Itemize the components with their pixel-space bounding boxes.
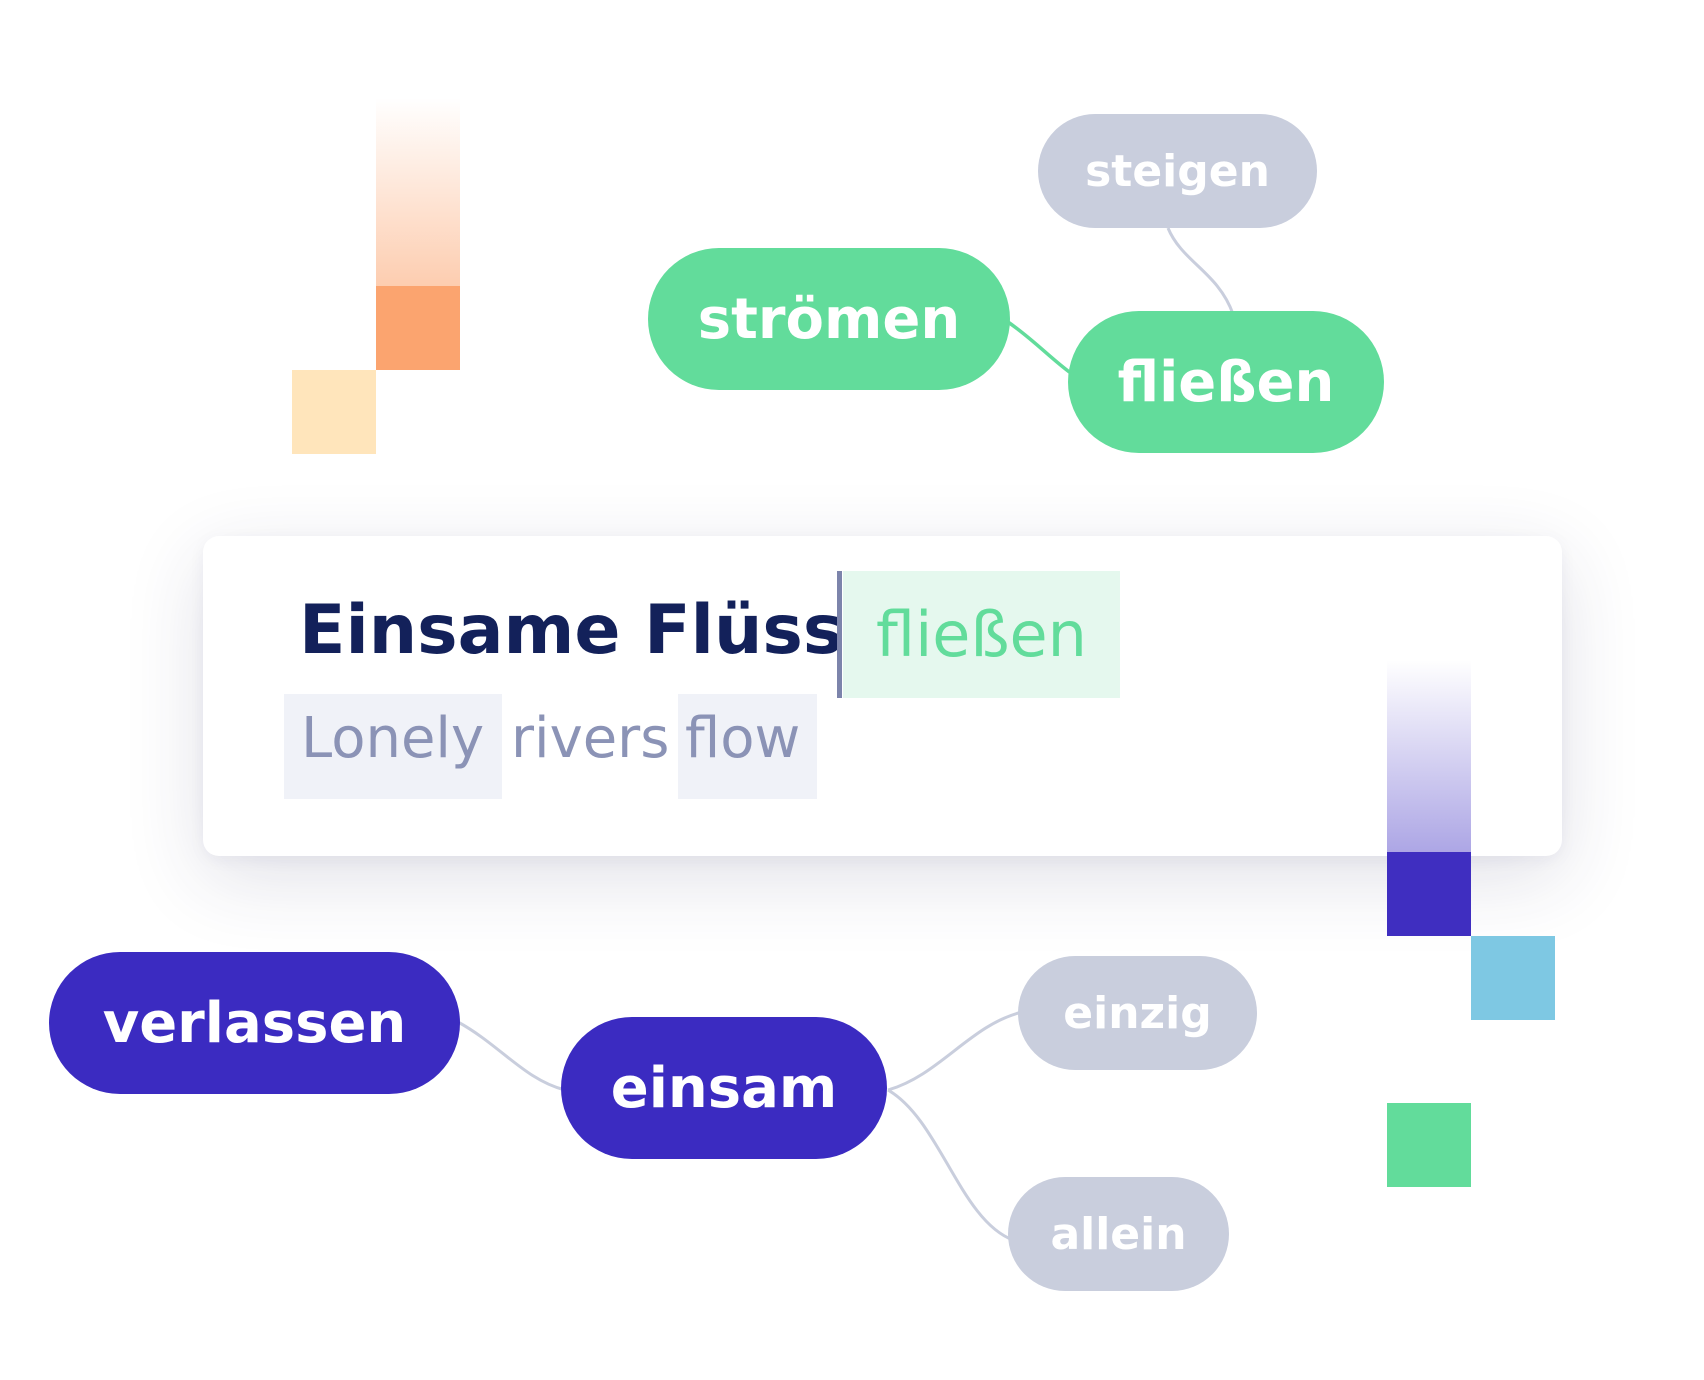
node-stroemen: strömen (648, 248, 1010, 390)
purple-fade-bar (1387, 660, 1471, 852)
connector-stroemen-fliessen (1007, 320, 1074, 376)
suggestion-chip[interactable]: fließen (843, 571, 1120, 698)
green-square (1387, 1103, 1471, 1187)
node-steigen-label: steigen (1085, 145, 1270, 197)
orange-square (376, 286, 460, 370)
node-einzig: einzig (1018, 956, 1257, 1070)
highlight-flow (678, 694, 817, 799)
node-einzig-label: einzig (1063, 987, 1212, 1039)
node-allein: allein (1008, 1177, 1229, 1291)
text-cursor (837, 571, 842, 698)
translation-word-flow: flow (685, 706, 801, 771)
node-verlassen: verlassen (49, 952, 460, 1094)
node-fliessen-label: fließen (1117, 349, 1335, 415)
peach-square (292, 370, 376, 454)
highlight-lonely (284, 694, 502, 799)
connector-einsam-allein (887, 1088, 1014, 1242)
suggestion-label: fließen (876, 598, 1087, 671)
indigo-square (1387, 852, 1471, 936)
node-einsam: einsam (561, 1017, 887, 1159)
orange-fade-bar (376, 98, 460, 286)
translation-word-lonely: Lonely (301, 706, 485, 771)
node-allein-label: allein (1050, 1208, 1187, 1260)
cyan-square (1471, 936, 1555, 1020)
connector-steigen-fliessen (1166, 227, 1235, 315)
node-steigen: steigen (1038, 114, 1317, 228)
connector-einsam-einzig (887, 1010, 1023, 1092)
translation-card: Einsame Flüsse fließen Lonely rivers flo… (203, 536, 1562, 856)
connector-verlassen-einsam (457, 1020, 566, 1092)
node-einsam-label: einsam (610, 1055, 838, 1121)
source-text: Einsame Flüsse (299, 591, 890, 670)
node-fliessen: fließen (1068, 311, 1384, 453)
node-stroemen-label: strömen (697, 286, 961, 352)
node-verlassen-label: verlassen (102, 990, 407, 1056)
translation-word-rivers: rivers (511, 706, 670, 771)
